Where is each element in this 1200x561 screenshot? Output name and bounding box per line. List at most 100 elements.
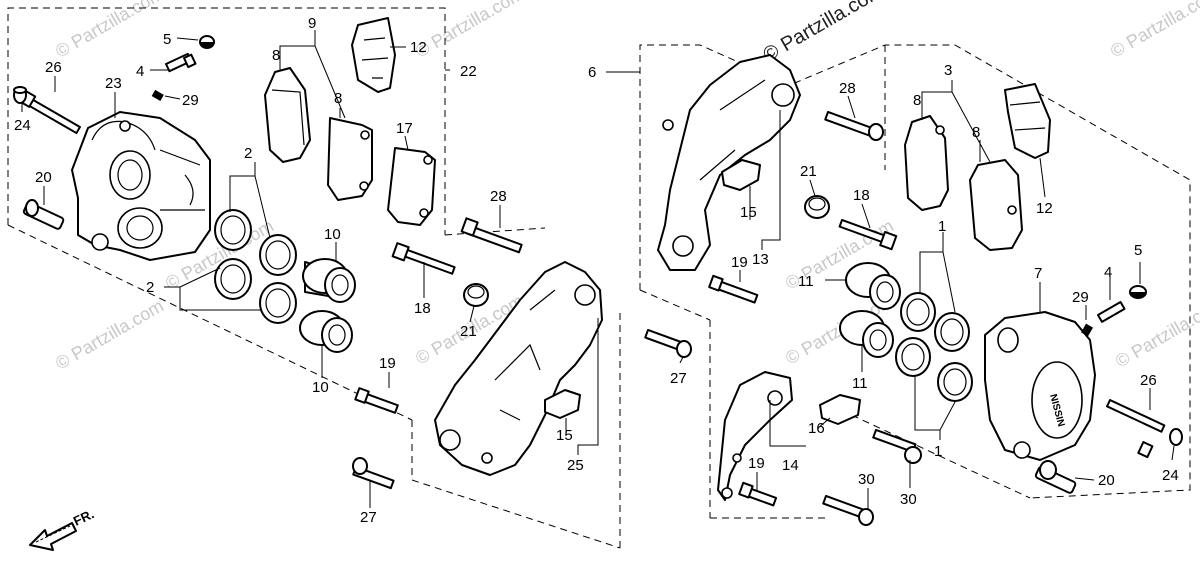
callout-1: 1	[934, 443, 942, 460]
pin-bolt-20-right	[1034, 460, 1077, 494]
clip-16	[819, 394, 861, 425]
callout-8: 8	[972, 124, 980, 141]
callout-21: 21	[460, 323, 477, 340]
callout-26: 26	[45, 59, 62, 76]
spring-29-left	[151, 89, 164, 101]
callout-14: 14	[782, 457, 799, 474]
callout-10: 10	[324, 226, 341, 243]
callout-4: 4	[1104, 264, 1112, 281]
callout-8: 8	[913, 92, 921, 109]
clip-15-left	[544, 389, 581, 419]
callout-12: 12	[410, 39, 427, 56]
caliper-7: NISSIN	[984, 311, 1096, 461]
callout-19: 19	[748, 455, 765, 472]
bolts-30	[822, 428, 922, 526]
front-direction-arrow: FR.	[29, 506, 96, 551]
callout-16: 16	[808, 420, 825, 437]
callout-30: 30	[900, 491, 917, 508]
pin-18-right	[838, 219, 898, 251]
watermark: © Partzilla.com	[52, 0, 167, 61]
callout-6: 6	[588, 64, 596, 81]
pin-18-left	[391, 242, 456, 275]
bracket-14	[717, 371, 793, 501]
piston-seals-2	[214, 209, 297, 324]
pistons-11-right	[839, 262, 901, 358]
callout-7: 7	[1034, 265, 1042, 282]
spring-29-right	[1081, 323, 1093, 337]
callout-24: 24	[1162, 467, 1179, 484]
callout-15: 15	[740, 204, 757, 221]
bleeder-4-right	[1097, 301, 1126, 323]
clip-15-right	[721, 159, 761, 191]
pad-spring-12-left	[351, 17, 396, 93]
callout-20: 20	[35, 169, 52, 186]
callout-13: 13	[752, 251, 769, 268]
callout-25: 25	[567, 457, 584, 474]
callout-22: 22	[460, 63, 477, 80]
bracket-13	[657, 54, 801, 271]
callout-27: 27	[360, 509, 377, 526]
callout-24: 24	[14, 117, 31, 134]
watermark-main: © Partzilla.com	[760, 0, 888, 66]
boot-21-left	[463, 283, 489, 307]
watermark: © Partzilla.com	[1112, 293, 1200, 371]
callout-28: 28	[490, 188, 507, 205]
callouts: 26 24 20 23 5 4 29 2 2 10 10 9 8 8 12 17…	[14, 15, 1179, 526]
shim-17	[387, 147, 436, 226]
callout-26: 26	[1140, 372, 1157, 389]
callout-12: 12	[1036, 200, 1053, 217]
callout-1: 1	[938, 218, 946, 235]
callout-30: 30	[858, 471, 875, 488]
caliper-23	[71, 111, 211, 261]
callout-21: 21	[800, 163, 817, 180]
callout-20: 20	[1098, 472, 1115, 489]
piston-seals-1	[895, 292, 973, 402]
bolt-26-right	[1106, 398, 1166, 459]
callout-29: 29	[1072, 289, 1089, 306]
pistons-10-left	[299, 258, 356, 353]
callout-29: 29	[182, 92, 199, 109]
brake-pads-8-left	[264, 67, 373, 201]
pin-19-right-upper	[708, 274, 759, 304]
callout-17: 17	[396, 120, 413, 137]
callout-23: 23	[105, 75, 122, 92]
bracket-25	[434, 261, 603, 476]
direction-label: FR.	[71, 506, 96, 528]
cap-24-left	[13, 86, 27, 104]
bolt-28-right	[824, 111, 884, 141]
callout-2: 2	[244, 145, 252, 162]
callout-19: 19	[379, 355, 396, 372]
watermark: © Partzilla.com	[1107, 0, 1200, 61]
bolt-28-left	[460, 217, 523, 254]
callout-18: 18	[853, 187, 870, 204]
callout-15: 15	[556, 427, 573, 444]
bleeder-4-left	[165, 52, 197, 73]
bolt-27-left	[352, 457, 395, 490]
callout-3: 3	[944, 62, 952, 79]
pin-bolt-20-left	[22, 199, 65, 230]
boot-21-right	[804, 195, 830, 219]
bolt-27-right	[644, 328, 692, 358]
leader-lines	[21, 30, 1175, 510]
cap-5-right	[1129, 285, 1147, 299]
watermark: © Partzilla.com	[412, 0, 527, 61]
left-assembly-outline	[7, 7, 621, 549]
callout-4: 4	[136, 63, 144, 80]
pad-spring-12-right	[1004, 83, 1051, 159]
callout-5: 5	[1134, 242, 1142, 259]
callout-28: 28	[839, 80, 856, 97]
callout-10: 10	[312, 379, 329, 396]
pin-19-left	[354, 387, 399, 414]
callout-8: 8	[272, 47, 280, 64]
bolt-26-left	[19, 90, 81, 135]
watermark: © Partzilla.com	[52, 295, 167, 373]
callout-5: 5	[163, 31, 171, 48]
callout-18: 18	[414, 300, 431, 317]
pin-19-right-lower	[738, 481, 778, 507]
cap-24-right	[1169, 428, 1183, 446]
callout-27: 27	[670, 370, 687, 387]
callout-11: 11	[852, 375, 868, 392]
callout-2: 2	[146, 279, 154, 296]
cap-5-left	[199, 35, 215, 49]
